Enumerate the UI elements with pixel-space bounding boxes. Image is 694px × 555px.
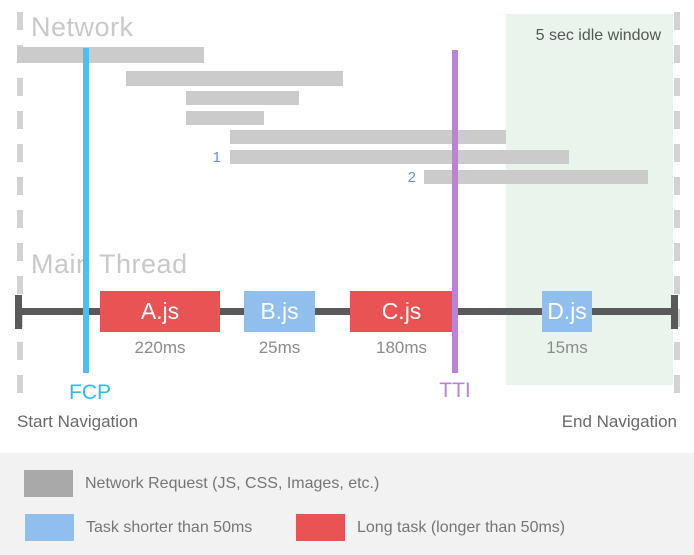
task-box-d-js: D.js <box>542 291 592 332</box>
main-thread-section-title: Main Thread <box>31 249 188 279</box>
end-navigation-label: End Navigation <box>561 412 677 431</box>
network-section-title: Network <box>31 12 134 42</box>
task-duration-label: 220ms <box>134 338 186 357</box>
legend-item-short-task: Task shorter than 50ms <box>25 514 252 541</box>
network-request-bar <box>126 71 343 86</box>
network-request-bar <box>424 170 648 184</box>
legend: Network Request (JS, CSS, Images, etc.) … <box>0 453 694 555</box>
idle-window-label: 5 sec idle window <box>535 27 661 44</box>
network-request-bar <box>186 111 264 125</box>
network-request-swatch <box>24 470 73 497</box>
request-number-label: 2 <box>407 169 416 186</box>
long-task-swatch <box>296 514 345 541</box>
right-dashed-border <box>674 12 680 406</box>
legend-label: Network Request (JS, CSS, Images, etc.) <box>85 474 380 492</box>
timeline-end-cap <box>671 295 678 329</box>
legend-label: Long task (longer than 50ms) <box>357 518 566 536</box>
task-duration-label: 15ms <box>546 338 588 357</box>
left-dashed-border <box>17 12 23 406</box>
legend-item-long-task: Long task (longer than 50ms) <box>296 514 565 541</box>
network-request-bar <box>186 91 299 105</box>
network-request-bar <box>17 47 204 63</box>
tti-marker-line <box>452 50 458 373</box>
start-navigation-label: Start Navigation <box>17 412 138 431</box>
network-request-bar <box>230 150 569 164</box>
task-box-c-js: C.js <box>350 291 453 332</box>
task-box-a-js: A.js <box>100 291 220 332</box>
legend-label: Task shorter than 50ms <box>86 518 253 536</box>
task-duration-label: 25ms <box>258 338 301 357</box>
main-thread-timeline <box>17 308 677 315</box>
task-box-b-js: B.js <box>244 291 315 332</box>
timeline-start-cap <box>15 295 22 329</box>
tti-label: TTI <box>439 379 471 402</box>
short-task-swatch <box>25 514 74 541</box>
fcp-marker-line <box>83 48 89 373</box>
fcp-label: FCP <box>69 381 111 404</box>
request-number-label: 1 <box>212 149 221 166</box>
network-request-bar <box>230 130 506 144</box>
legend-item-network-request: Network Request (JS, CSS, Images, etc.) <box>24 470 379 497</box>
task-duration-label: 180ms <box>375 338 428 357</box>
